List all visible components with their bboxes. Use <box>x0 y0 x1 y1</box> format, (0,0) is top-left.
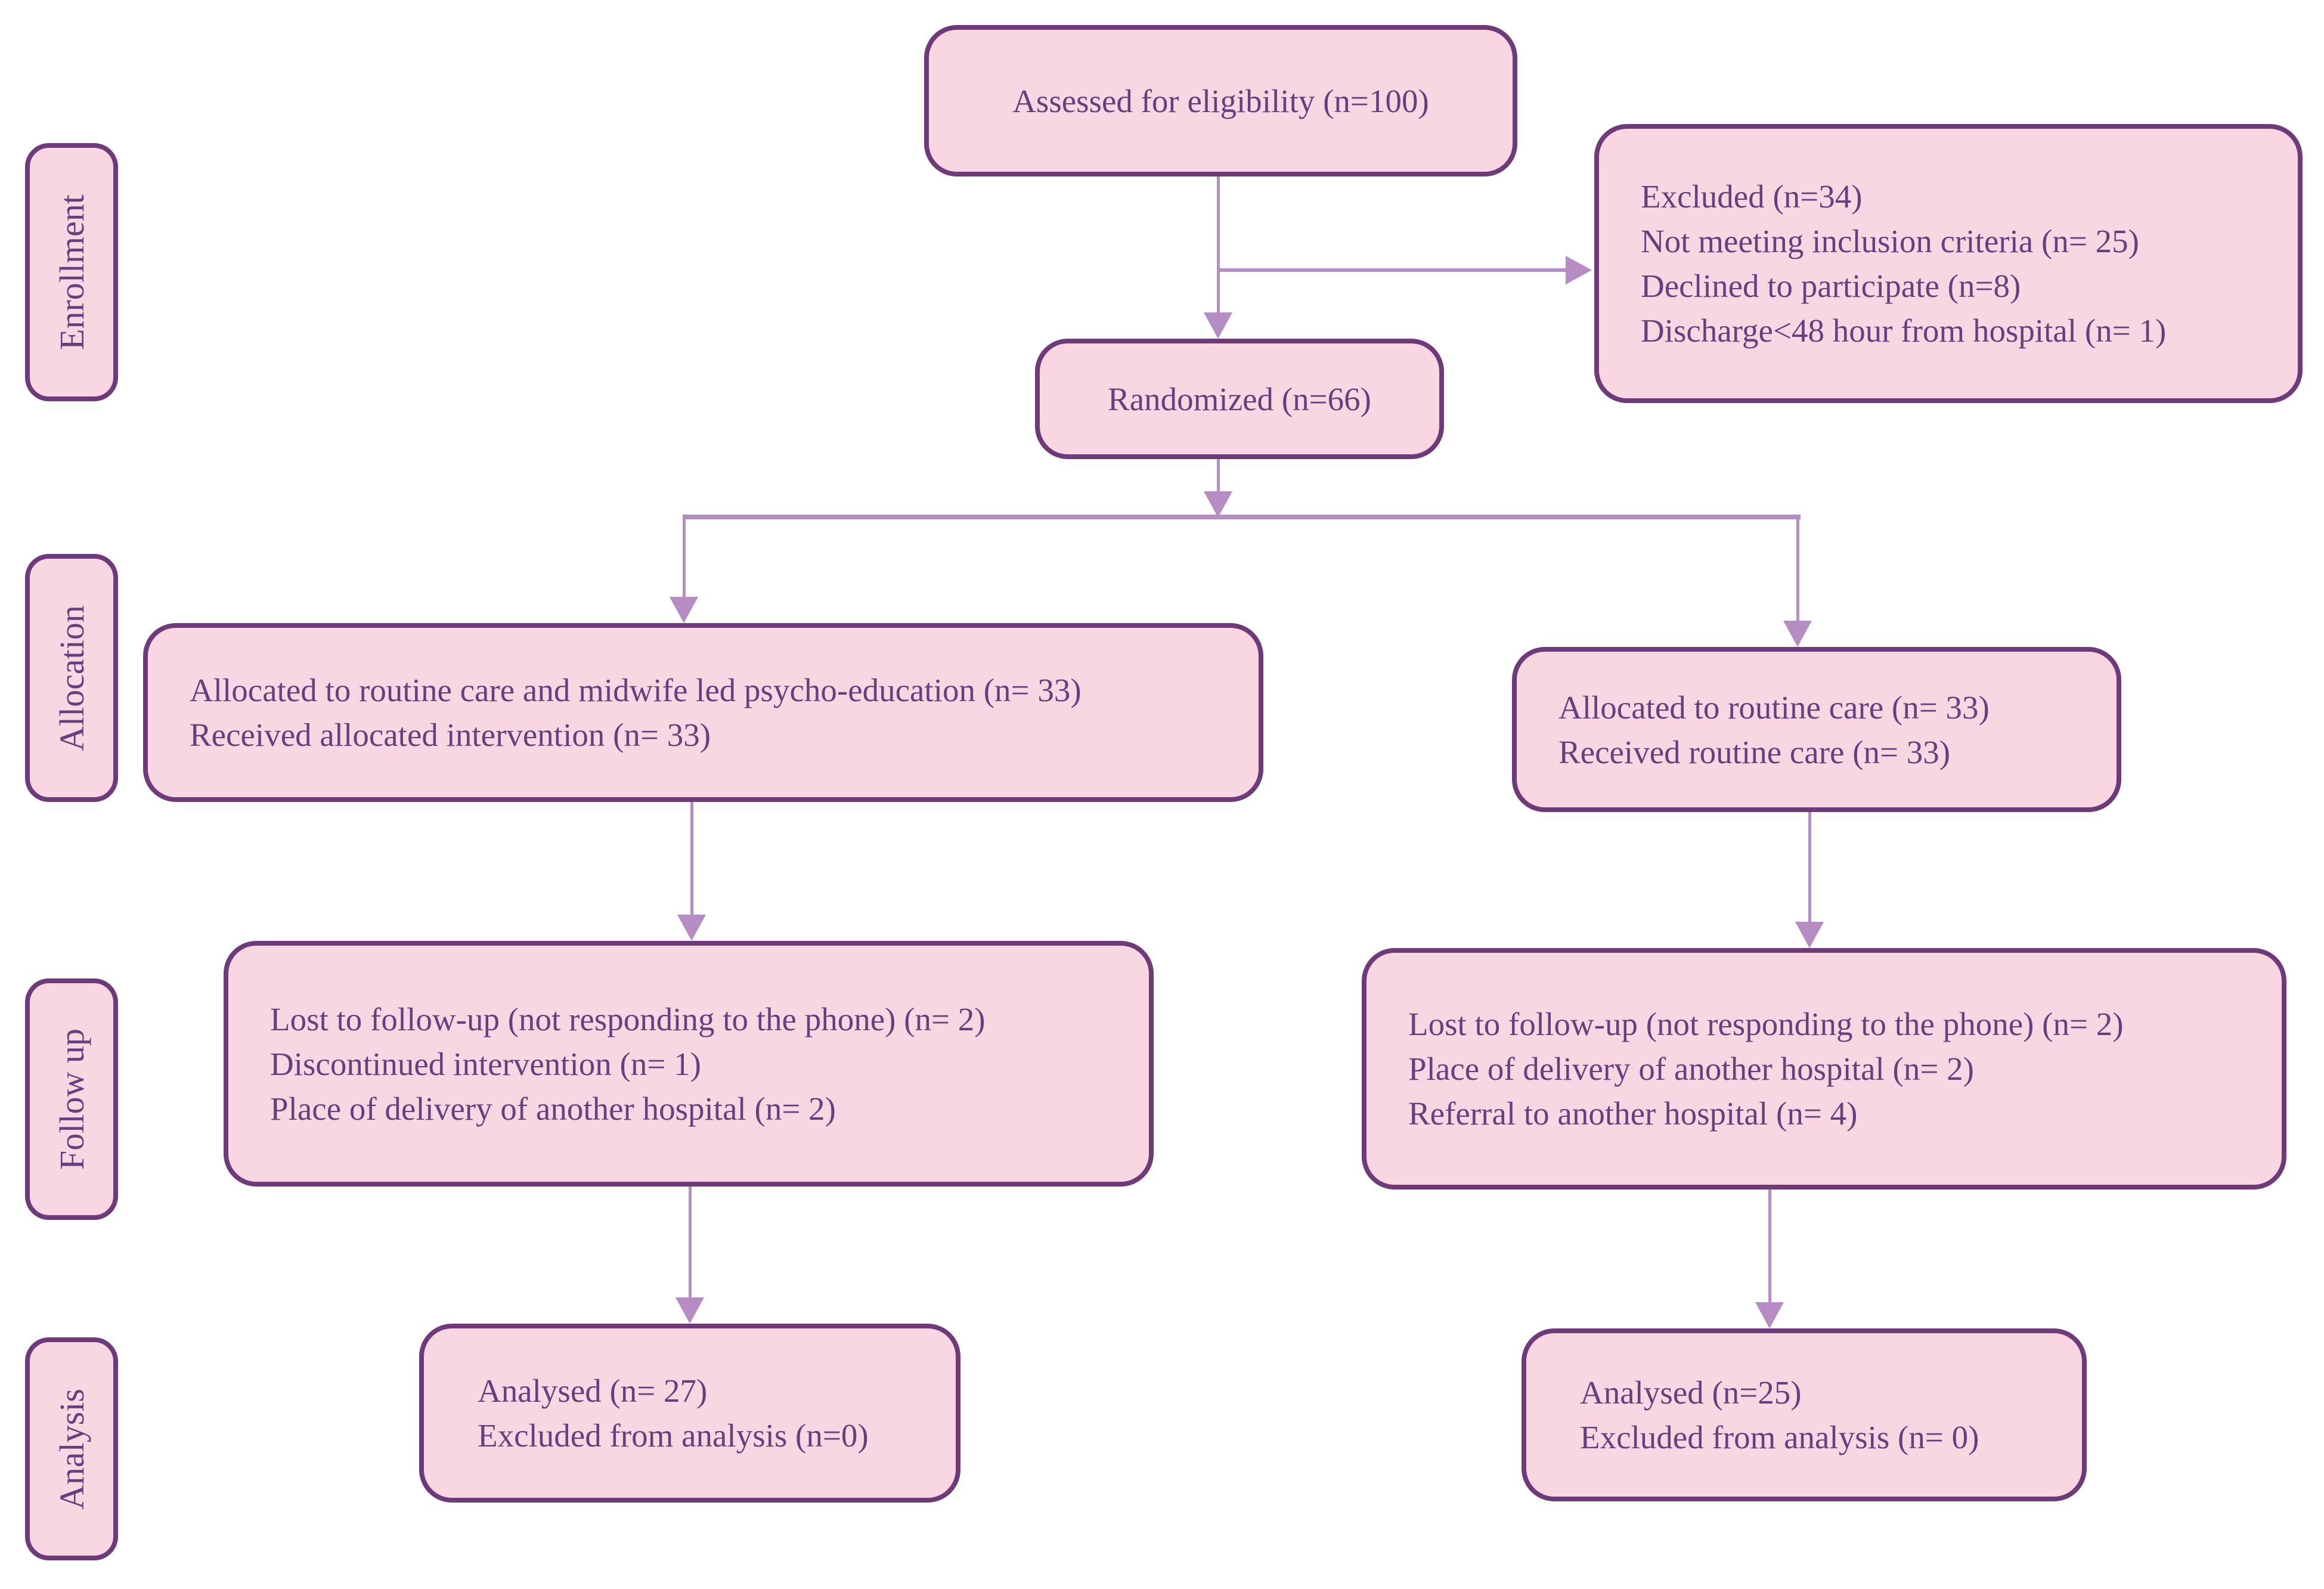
box-allocation-intervention: Allocated to routine care and midwife le… <box>143 623 1263 802</box>
followup-routine-line: Lost to follow-up (not responding to the… <box>1408 1006 2124 1042</box>
excluded-line: Excluded (n=34) <box>1641 178 1863 215</box>
followup-intervention-line: Lost to follow-up (not responding to the… <box>270 1001 986 1037</box>
followup-intervention-line: Place of delivery of another hospital (n… <box>270 1090 836 1127</box>
arrowhead-right-excluded-icon <box>1566 256 1592 284</box>
box-followup-intervention: Lost to follow-up (not responding to the… <box>224 941 1154 1187</box>
connector-assessed-randomized-line <box>1217 176 1220 312</box>
connector-split-allocation-left-line <box>683 516 686 597</box>
followup-routine-line: Referral to another hospital (n= 4) <box>1408 1095 1858 1132</box>
arrowhead-down-analysis-right-icon <box>1755 1302 1784 1328</box>
arrowhead-down-allocation-left-icon <box>670 597 698 623</box>
arrowhead-down-split-icon <box>1204 491 1232 518</box>
randomized-text: Randomized (n=66) <box>1108 380 1371 417</box>
stage-label-allocation-text: Allocation <box>52 605 91 751</box>
analysis-intervention-line: Excluded from analysis (n=0) <box>478 1417 869 1454</box>
stage-label-followup-text: Follow up <box>52 1029 91 1170</box>
stage-label-followup: Follow up <box>25 978 118 1220</box>
box-followup-routine: Lost to follow-up (not responding to the… <box>1362 948 2286 1190</box>
connector-allocation-followup-left-line <box>690 802 693 915</box>
followup-routine-line: Place of delivery of another hospital (n… <box>1408 1051 1974 1087</box>
allocation-intervention-line: Received allocated intervention (n= 33) <box>190 717 711 753</box>
arrowhead-down-followup-right-icon <box>1795 922 1824 948</box>
connector-followup-analysis-right-line <box>1768 1190 1771 1302</box>
allocation-routine-line: Allocated to routine care (n= 33) <box>1558 689 1990 726</box>
connector-randomized-split-line <box>1217 459 1220 491</box>
analysis-routine-line: Excluded from analysis (n= 0) <box>1580 1419 1979 1455</box>
stage-label-enrollment: Enrollment <box>25 143 118 401</box>
arrowhead-down-randomized-icon <box>1204 312 1232 339</box>
analysis-intervention-line: Analysed (n= 27) <box>478 1373 708 1409</box>
box-analysis-intervention: Analysed (n= 27) Excluded from analysis … <box>419 1324 960 1503</box>
excluded-line: Declined to participate (n=8) <box>1641 268 2021 304</box>
connector-split-allocation-right-line <box>1796 516 1799 621</box>
box-assessed: Assessed for eligibility (n=100) <box>924 25 1517 176</box>
analysis-routine-line: Analysed (n=25) <box>1580 1374 1802 1411</box>
assessed-text: Assessed for eligibility (n=100) <box>1012 82 1429 119</box>
allocation-intervention-line: Allocated to routine care and midwife le… <box>190 672 1082 708</box>
arrowhead-down-allocation-right-icon <box>1783 621 1812 647</box>
connector-excluded-line <box>1219 268 1566 272</box>
connector-followup-analysis-left-line <box>689 1187 692 1297</box>
stage-label-analysis-text: Analysis <box>52 1388 91 1510</box>
excluded-line: Discharge<48 hour from hospital (n= 1) <box>1641 312 2167 349</box>
stage-label-allocation: Allocation <box>25 554 118 802</box>
connector-allocation-followup-right-line <box>1808 812 1811 922</box>
box-randomized: Randomized (n=66) <box>1035 339 1444 459</box>
stage-label-enrollment-text: Enrollment <box>52 194 91 350</box>
arrowhead-down-analysis-left-icon <box>675 1297 704 1324</box>
allocation-routine-line: Received routine care (n= 33) <box>1558 733 1951 770</box>
box-allocation-routine: Allocated to routine care (n= 33) Receiv… <box>1512 647 2121 812</box>
excluded-line: Not meeting inclusion criteria (n= 25) <box>1641 223 2139 259</box>
stage-label-analysis: Analysis <box>25 1337 118 1560</box>
box-excluded: Excluded (n=34) Not meeting inclusion cr… <box>1594 124 2303 403</box>
followup-intervention-line: Discontinued intervention (n= 1) <box>270 1045 701 1082</box>
box-analysis-routine: Analysed (n=25) Excluded from analysis (… <box>1522 1328 2087 1501</box>
arrowhead-down-followup-left-icon <box>677 915 706 941</box>
connector-split-bar <box>683 515 1801 519</box>
